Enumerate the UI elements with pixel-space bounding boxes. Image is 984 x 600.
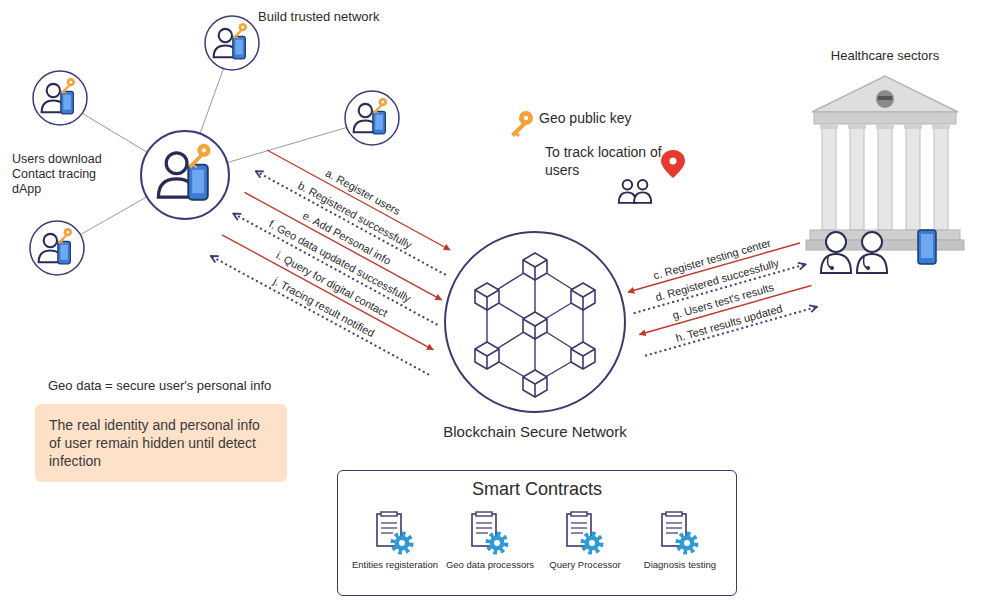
arrow-label: a. Register users (322, 166, 404, 218)
arrow-label: j. Tracing result notified (270, 274, 379, 341)
node-label: The real identity and personal info of u… (49, 416, 273, 470)
user-circles (30, 16, 399, 275)
request-arrow (628, 243, 800, 292)
arrow-label: b. Registered successfully (294, 178, 415, 252)
network-caption: Build trusted network (258, 9, 379, 24)
smart-contracts-panel: Smart ContractsEntities registeration Geo… (337, 470, 737, 596)
request-arrow (222, 235, 433, 350)
request-arrow (244, 192, 441, 300)
trusted-network-lines (57, 45, 372, 248)
arrow-label: c. Register testing center (650, 236, 774, 282)
contract-label: Query Processor (540, 559, 630, 571)
contract-item: Geo data processors (445, 511, 535, 571)
arrow-label: d. Registered successfully (652, 256, 782, 304)
node-label: Users download Contact tracing dApp (12, 152, 116, 197)
contract-icon (652, 511, 708, 555)
contract-icon (557, 511, 613, 555)
user-hub: Users download Contact tracing dApp (140, 130, 230, 220)
blockchain-circle (443, 230, 627, 414)
response-arrow (645, 307, 817, 356)
location-pin-icon (661, 150, 685, 178)
contract-icon (367, 511, 423, 555)
arrow-label: e. Add Personal info (299, 208, 395, 268)
geo-key-icon (511, 111, 533, 137)
arrow-label: f. Geo data updated successfully (265, 217, 414, 306)
node-label: Blockchain Secure Network (403, 423, 667, 440)
healthcare-building: Healthcare sectors (806, 48, 964, 276)
contract-item: Entities registeration (350, 511, 440, 571)
node-label: Healthcare sectors (806, 48, 964, 63)
response-arrow (634, 264, 806, 313)
arrow-label: h. Test results updated (672, 301, 785, 344)
contract-label: Entities registeration (350, 559, 440, 571)
geo-note: Geo data = secure user's personal info (48, 378, 271, 393)
contract-label: Diagnosis testing (635, 559, 725, 571)
user-hub-circle (140, 130, 230, 220)
arrow-label: i. Query for digital contact (272, 248, 391, 320)
users-icon (619, 180, 651, 203)
arrow-label: g. Users test's results (669, 281, 777, 322)
key-caption: Geo public key (539, 110, 632, 126)
contract-label: Geo data processors (445, 559, 535, 571)
response-arrow (233, 214, 437, 325)
building-illustration (806, 70, 964, 275)
response-arrow (256, 171, 446, 275)
contract-icon (462, 511, 518, 555)
privacy-note: The real identity and personal info of u… (35, 404, 287, 482)
contract-item: Query Processor (540, 511, 630, 571)
contract-item: Diagnosis testing (635, 511, 725, 571)
location-caption: To track location of users (545, 143, 663, 179)
node-label: Smart Contracts (338, 479, 736, 500)
blockchain-network: Blockchain Secure Network (443, 230, 627, 414)
request-arrow (639, 286, 811, 335)
response-arrow (211, 256, 429, 375)
request-arrow (267, 150, 450, 250)
